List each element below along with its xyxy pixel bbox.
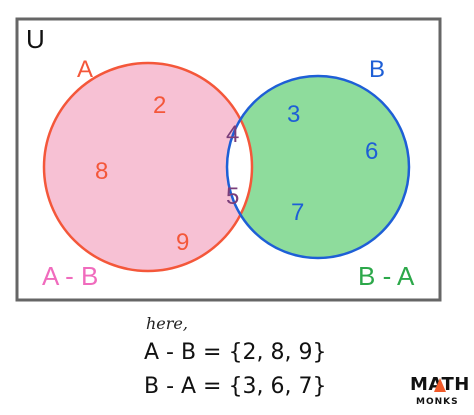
logo-bottom-text: MONKS xyxy=(416,397,459,407)
element-intersection-4: 4 xyxy=(226,121,239,148)
math-monks-logo: MATH MONKS xyxy=(410,376,470,410)
set-b-outline xyxy=(225,74,411,260)
element-a-only-8: 8 xyxy=(95,158,108,185)
element-b-only-6: 6 xyxy=(365,138,378,165)
set-b-fill xyxy=(227,76,409,258)
element-intersection-5: 5 xyxy=(226,183,239,210)
set-a-label: A xyxy=(77,56,93,83)
element-b-only-7: 7 xyxy=(291,199,304,226)
equation-b-minus-a: B - A = {3, 6, 7} xyxy=(144,374,327,399)
set-b-label: B xyxy=(369,56,385,83)
element-a-only-9: 9 xyxy=(176,229,189,256)
element-b-only-3: 3 xyxy=(287,101,300,128)
b-minus-a-label: B - A xyxy=(358,261,415,291)
logo-triangle-icon xyxy=(434,378,446,392)
universe-label: U xyxy=(26,24,45,54)
here-note: here, xyxy=(146,314,188,333)
set-a-outline xyxy=(42,61,254,273)
element-a-only-2: 2 xyxy=(153,92,166,119)
equation-a-minus-b: A - B = {2, 8, 9} xyxy=(144,340,327,365)
a-minus-b-label: A - B xyxy=(42,261,98,291)
set-a-fill xyxy=(44,63,252,271)
